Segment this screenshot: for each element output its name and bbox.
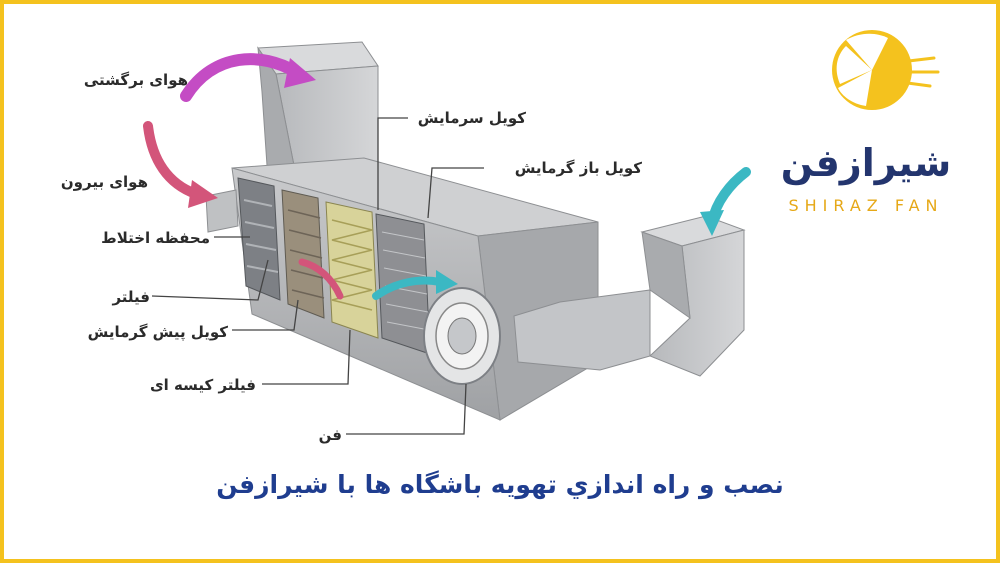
mixing-chamber-panel — [237, 177, 281, 301]
label-fan: فن — [318, 426, 342, 444]
shiraz-fan-logo-mark — [832, 30, 940, 110]
logo-name: شیرازفن — [780, 141, 952, 185]
logo-subtitle: SHIRAZ FAN — [788, 196, 944, 215]
supply-air-duct — [513, 215, 746, 377]
mixed-air-arrow — [298, 258, 344, 300]
return-air-arrow — [180, 53, 316, 102]
leader-lines — [151, 117, 484, 435]
label-outside-air: هوای بیرون — [60, 173, 148, 191]
outside-air-arrow — [143, 121, 218, 208]
label-return-air: هوای برگشتی — [83, 71, 188, 89]
supply-flow-arrow — [372, 270, 458, 300]
label-reheat-coil: کویل باز گرمایش — [514, 159, 642, 177]
bag-filter-panel — [325, 201, 379, 339]
page-caption: نصب و راه اندازي تهویه باشگاه ها با شیرا… — [216, 470, 784, 499]
fan-unit — [423, 287, 501, 385]
label-filter: فیلتر — [112, 288, 150, 306]
label-cooling-coil: کویل سرمایش — [417, 109, 526, 127]
supply-air-arrow — [700, 167, 751, 236]
filter-panel — [281, 189, 325, 319]
label-bag-filter: فیلتر کیسه ای — [149, 376, 256, 394]
label-preheat-coil: کویل پیش گرمایش — [87, 323, 228, 341]
label-mixing-chamber: محفظه اختلاط — [101, 229, 210, 247]
